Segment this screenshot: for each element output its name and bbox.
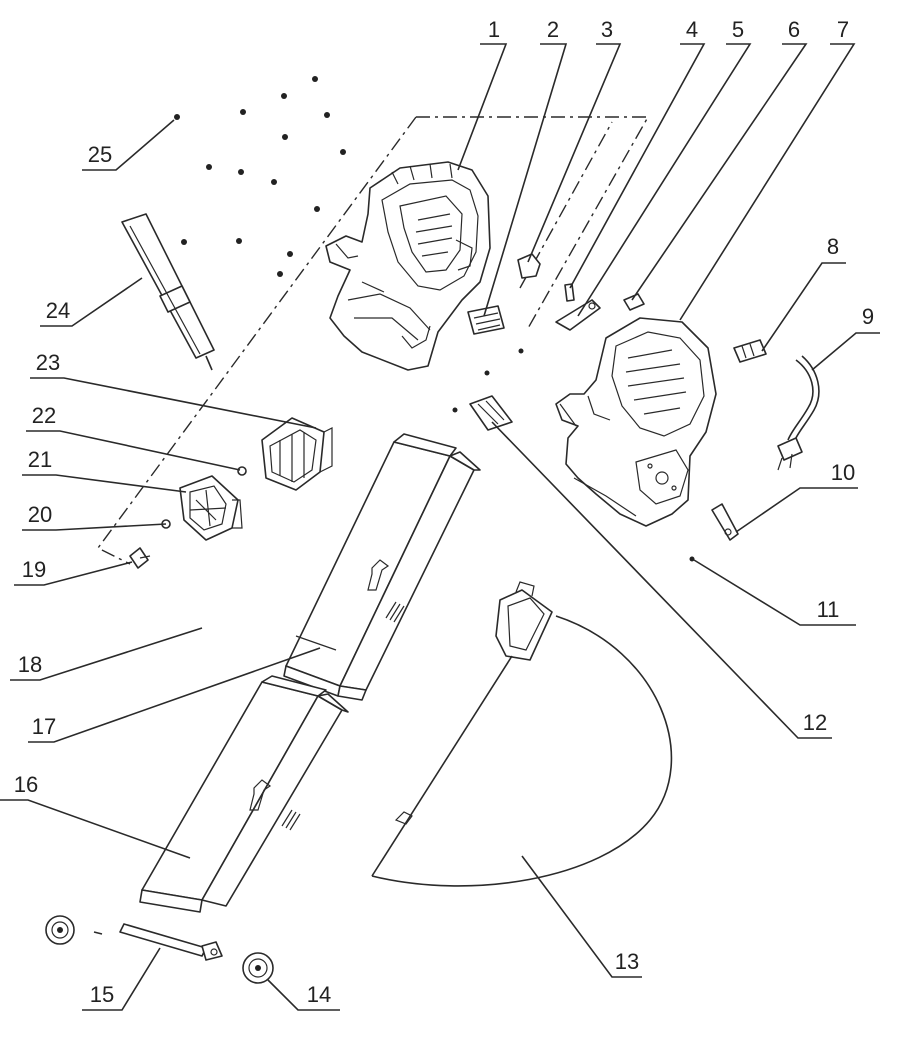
collection-bag bbox=[371, 581, 673, 887]
callout-5: 5 bbox=[732, 17, 744, 42]
spring bbox=[564, 283, 575, 302]
callout-17: 17 bbox=[32, 714, 56, 739]
callout-9: 9 bbox=[862, 304, 874, 329]
fan bbox=[179, 475, 243, 541]
screw-set bbox=[174, 76, 695, 562]
latch bbox=[711, 503, 739, 541]
switch bbox=[467, 305, 505, 335]
callout-19: 19 bbox=[22, 557, 46, 582]
callout-20: 20 bbox=[28, 502, 52, 527]
callout-labels: 1 2 3 4 5 6 7 8 9 10 11 12 13 14 15 16 1… bbox=[14, 17, 874, 1007]
cord-clamp bbox=[517, 253, 541, 279]
callout-25: 25 bbox=[88, 142, 112, 167]
wheel-left bbox=[45, 915, 75, 945]
lower-tube bbox=[139, 675, 349, 913]
callout-15: 15 bbox=[90, 982, 114, 1007]
bolt bbox=[129, 547, 151, 569]
axle bbox=[93, 923, 223, 961]
power-cord bbox=[777, 355, 820, 471]
callout-6: 6 bbox=[788, 17, 800, 42]
mounting-plate bbox=[469, 395, 513, 431]
callout-3: 3 bbox=[601, 17, 613, 42]
housing-right bbox=[555, 317, 717, 527]
motor bbox=[261, 417, 333, 491]
cord-protector bbox=[733, 339, 767, 363]
callout-11: 11 bbox=[817, 597, 840, 622]
callout-23: 23 bbox=[36, 350, 60, 375]
upper-tube bbox=[283, 433, 481, 701]
callout-22: 22 bbox=[32, 403, 56, 428]
callout-8: 8 bbox=[827, 234, 839, 259]
handle-strap bbox=[121, 213, 215, 371]
callout-2: 2 bbox=[547, 17, 559, 42]
callout-24: 24 bbox=[46, 298, 70, 323]
callout-12: 12 bbox=[803, 710, 827, 735]
wheel-right bbox=[242, 952, 274, 984]
callout-21: 21 bbox=[28, 447, 52, 472]
callout-7: 7 bbox=[837, 17, 849, 42]
callout-1: 1 bbox=[488, 17, 500, 42]
callout-13: 13 bbox=[615, 949, 639, 974]
callout-18: 18 bbox=[18, 652, 42, 677]
lock-button bbox=[623, 293, 645, 311]
callout-4: 4 bbox=[686, 17, 698, 42]
washer bbox=[237, 466, 247, 476]
housing-left bbox=[325, 161, 491, 371]
callout-14: 14 bbox=[307, 982, 331, 1007]
callout-10: 10 bbox=[831, 460, 855, 485]
callout-16: 16 bbox=[14, 772, 38, 797]
leader-lines bbox=[0, 43, 880, 1011]
